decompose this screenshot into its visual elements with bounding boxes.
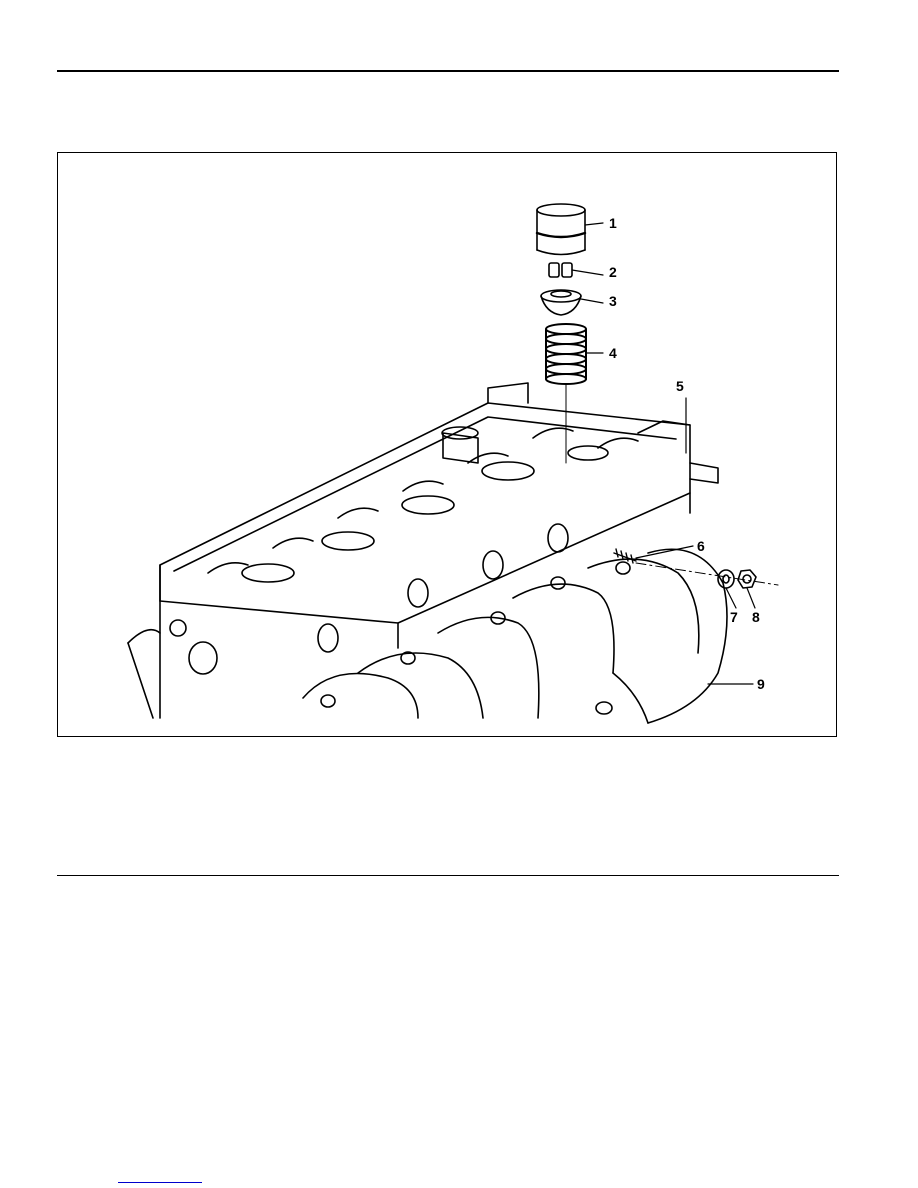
stud bbox=[613, 548, 637, 564]
callout-5: 5 bbox=[676, 378, 684, 394]
valve-tappet bbox=[535, 203, 587, 256]
callout-1: 1 bbox=[609, 215, 617, 231]
callout-7: 7 bbox=[730, 609, 738, 625]
callout-6: 6 bbox=[697, 538, 705, 554]
callout-3: 3 bbox=[609, 293, 617, 309]
callout-4: 4 bbox=[609, 345, 617, 361]
cylinder-head-illustration: 1 2 3 4 5 6 7 8 9 bbox=[127, 203, 779, 724]
nut bbox=[737, 569, 757, 589]
valve-spring bbox=[545, 323, 587, 385]
callout-8: 8 bbox=[752, 609, 760, 625]
callout-9: 9 bbox=[757, 676, 765, 692]
header-rule bbox=[57, 70, 839, 72]
section-rule bbox=[57, 875, 839, 876]
callout-2: 2 bbox=[609, 264, 617, 280]
cylinder-head-exploded-figure: 1 2 3 4 5 6 7 8 9 bbox=[57, 152, 837, 737]
spring-retainer bbox=[540, 289, 582, 316]
valve-keepers bbox=[548, 262, 573, 278]
intake-manifold bbox=[302, 548, 728, 724]
cylinder-head bbox=[127, 382, 719, 719]
footer-link-underline[interactable] bbox=[118, 1182, 202, 1183]
